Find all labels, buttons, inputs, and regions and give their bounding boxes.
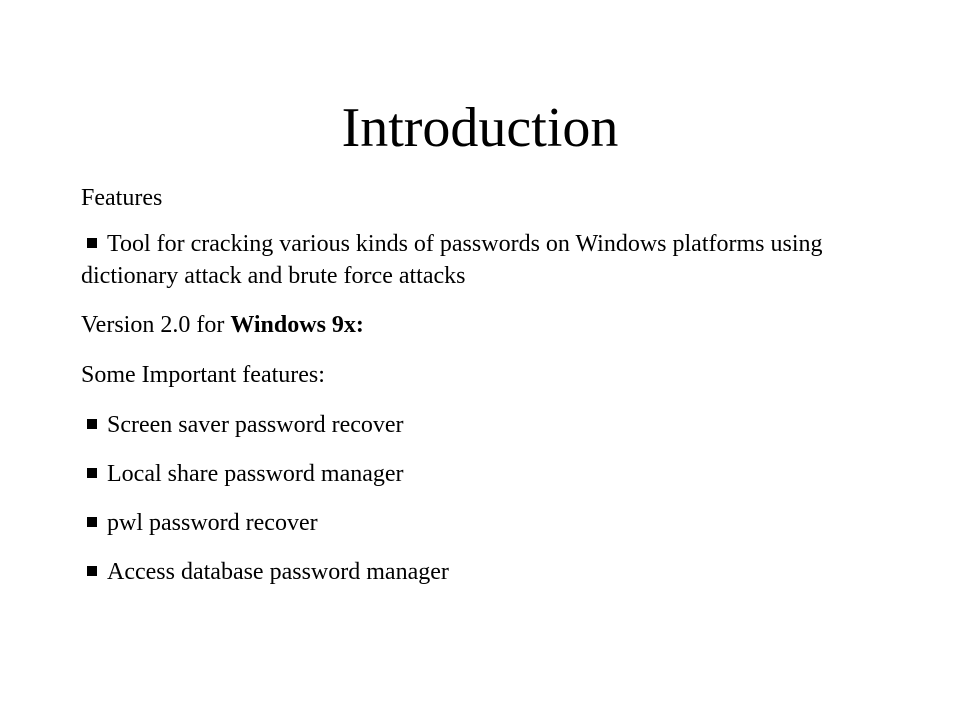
- slide-title: Introduction: [341, 97, 619, 159]
- feature-item-text: Screen saver password recover: [107, 412, 404, 438]
- feature-item-text: pwl password recover: [107, 510, 318, 536]
- feature-item-text: Local share password manager: [107, 461, 404, 487]
- square-bullet-icon: [87, 419, 97, 429]
- feature-item: Local share password manager: [81, 458, 881, 490]
- intro-bullet-item: Tool for cracking various kinds of passw…: [81, 228, 881, 292]
- square-bullet-icon: [87, 566, 97, 576]
- feature-item: pwl password recover: [81, 507, 881, 539]
- version-prefix: Version 2.0 for: [81, 312, 231, 338]
- features-heading: Features: [81, 185, 163, 211]
- feature-item-text: Access database password manager: [107, 559, 449, 585]
- intro-bullet-text: Tool for cracking various kinds of passw…: [81, 231, 823, 289]
- important-features-heading: Some Important features:: [81, 362, 325, 388]
- feature-item: Screen saver password recover: [81, 409, 881, 441]
- feature-item: Access database password manager: [81, 556, 881, 588]
- slide-content: Features Tool for cracking various kinds…: [81, 182, 881, 605]
- version-line: Version 2.0 for Windows 9x:: [81, 309, 881, 341]
- square-bullet-icon: [87, 468, 97, 478]
- square-bullet-icon: [87, 238, 97, 248]
- square-bullet-icon: [87, 517, 97, 527]
- version-platform: Windows 9x:: [230, 312, 364, 338]
